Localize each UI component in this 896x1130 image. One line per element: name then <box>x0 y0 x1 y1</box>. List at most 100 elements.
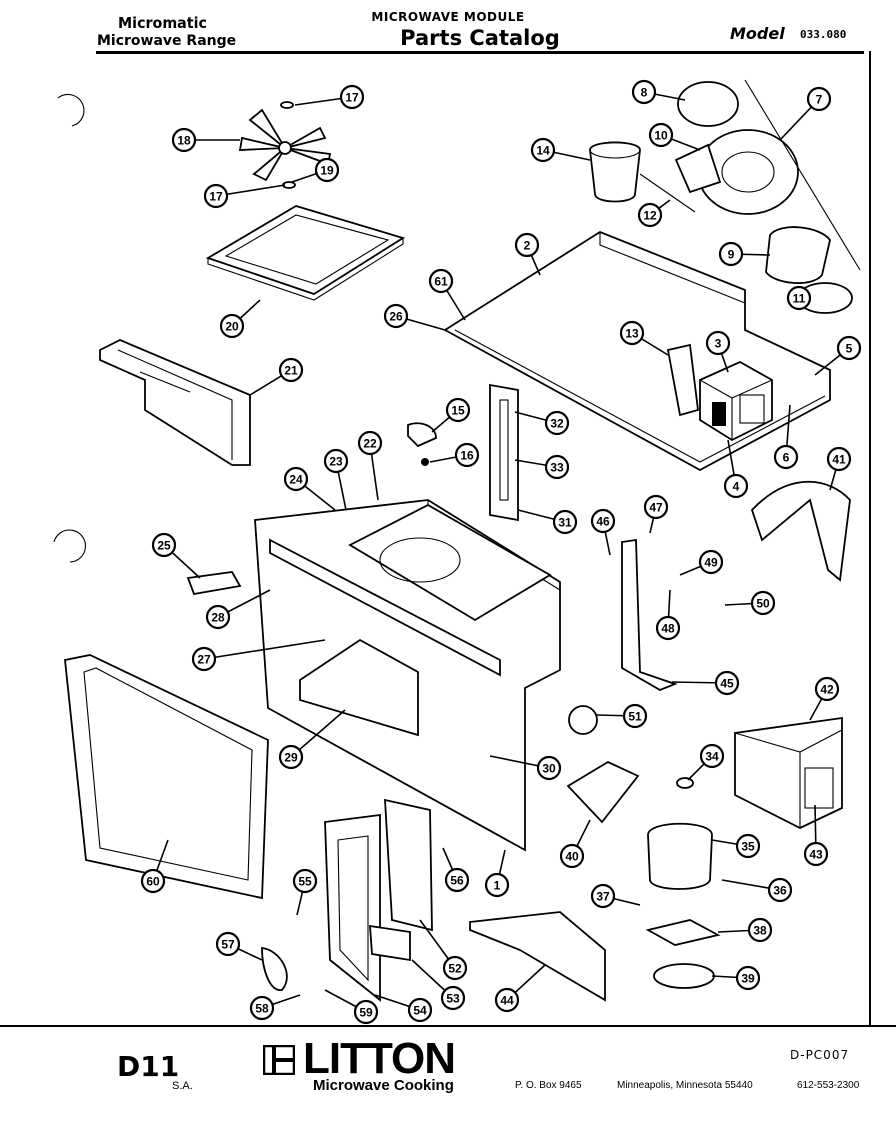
page-code: D11 <box>117 1050 180 1083</box>
callout-circle <box>140 868 166 894</box>
callout-45: 45 <box>714 670 740 696</box>
callout-number: 52 <box>448 962 462 976</box>
callout-circle <box>544 454 570 480</box>
callout-circle <box>314 157 340 183</box>
callout-number: 53 <box>446 992 460 1006</box>
callout-number: 48 <box>661 622 675 636</box>
callout-circle <box>718 241 744 267</box>
callout-number: 51 <box>628 710 642 724</box>
callout-number: 14 <box>536 144 550 158</box>
callout-52: 52 <box>442 955 468 981</box>
callout-circle <box>445 397 471 423</box>
door-frame-part <box>64 654 269 900</box>
callout-circle <box>536 755 562 781</box>
callout-circle <box>323 448 349 474</box>
callout-circle <box>552 509 578 535</box>
callout-circle <box>806 86 832 112</box>
callout-circle <box>484 872 510 898</box>
callout-circle <box>428 268 454 294</box>
callout-circle <box>249 995 275 1021</box>
callout-number: 58 <box>255 1002 269 1016</box>
callout-number: 39 <box>741 972 755 986</box>
binder-hole-top <box>57 94 85 127</box>
callout-circle <box>283 466 309 492</box>
callout-circle <box>357 430 383 456</box>
callout-circle <box>407 997 433 1023</box>
callout-12: 12 <box>637 202 663 228</box>
callout-circle <box>747 917 773 943</box>
callout-number: 47 <box>649 501 663 515</box>
callout-16: 16 <box>454 442 480 468</box>
callout-number: 29 <box>284 751 298 765</box>
callout-47: 47 <box>643 494 669 520</box>
callout-circle <box>151 532 177 558</box>
callout-number: 10 <box>654 129 668 143</box>
callout-33: 33 <box>544 454 570 480</box>
callout-38: 38 <box>747 917 773 943</box>
callout-number: 50 <box>756 597 770 611</box>
fan-blade-part <box>238 101 332 189</box>
callout-circle <box>442 955 468 981</box>
callout-number: 5 <box>846 342 853 356</box>
callout-number: 13 <box>625 327 639 341</box>
callout-11: 11 <box>786 285 812 311</box>
litton-logo-icon <box>263 1045 295 1075</box>
callout-25: 25 <box>151 532 177 558</box>
callout-15: 15 <box>445 397 471 423</box>
callout-51: 51 <box>622 703 648 729</box>
callout-26: 26 <box>383 303 409 329</box>
callout-44: 44 <box>494 987 520 1013</box>
callout-number: 11 <box>793 292 806 306</box>
callout-number: 7 <box>816 93 823 107</box>
callout-number: 28 <box>211 611 225 625</box>
callout-circle <box>631 79 657 105</box>
callout-17: 17 <box>339 84 365 110</box>
callout-number: 21 <box>284 364 298 378</box>
callout-circle <box>383 303 409 329</box>
binder-hole-bottom <box>53 529 86 563</box>
callout-circle <box>643 494 669 520</box>
callout-46: 46 <box>590 508 616 534</box>
callout-number: 1 <box>494 879 501 893</box>
callout-7: 7 <box>806 86 832 112</box>
callout-number: 2 <box>524 239 531 253</box>
callout-circle <box>203 183 229 209</box>
callout-number: 12 <box>643 209 657 223</box>
callout-31: 31 <box>552 509 578 535</box>
callout-number: 15 <box>451 404 465 418</box>
blower-housing-part <box>589 79 861 314</box>
callout-circle <box>814 676 840 702</box>
callout-61: 61 <box>428 268 454 294</box>
callout-number: 38 <box>753 924 767 938</box>
callout-53: 53 <box>440 985 466 1011</box>
callout-number: 46 <box>596 515 610 529</box>
brand-line-2: Microwave Range <box>97 33 237 49</box>
callout-number: 34 <box>705 750 719 764</box>
callout-number: 55 <box>298 875 312 889</box>
callout-number: 49 <box>704 556 718 570</box>
callout-circle <box>655 615 681 641</box>
callout-circle <box>826 446 852 472</box>
callout-number: 45 <box>720 677 734 691</box>
callout-circle <box>215 931 241 957</box>
callout-42: 42 <box>814 676 840 702</box>
callout-circle <box>514 232 540 258</box>
callout-22: 22 <box>357 430 383 456</box>
control-panel-part <box>324 798 433 1002</box>
callout-number: 6 <box>783 451 790 465</box>
callout-17: 17 <box>203 183 229 209</box>
callout-circle <box>205 604 231 630</box>
callout-2: 2 <box>514 232 540 258</box>
callout-circle <box>773 444 799 470</box>
exploded-parts-diagram: 1234567891011121314151617171819202122232… <box>53 79 862 1025</box>
callout-circle <box>735 965 761 991</box>
callout-circle <box>444 867 470 893</box>
callout-circle <box>803 841 829 867</box>
callout-34: 34 <box>699 743 725 769</box>
callout-circle <box>278 744 304 770</box>
callout-number: 61 <box>434 275 448 289</box>
catalog-title: Parts Catalog <box>400 26 560 50</box>
callout-number: 31 <box>558 516 572 530</box>
callout-40: 40 <box>559 843 585 869</box>
callout-circle <box>637 202 663 228</box>
